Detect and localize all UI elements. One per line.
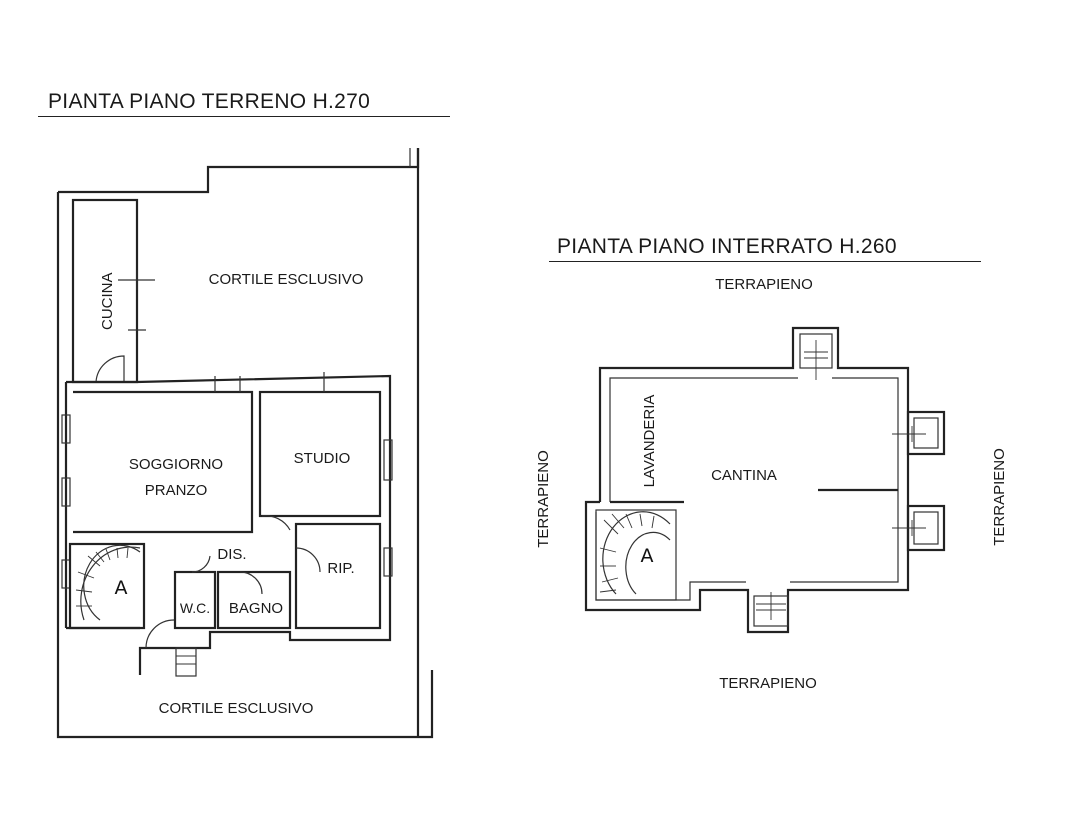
label-soggiorno: SOGGIORNO	[129, 456, 223, 473]
entrance-step	[175, 647, 197, 677]
right-windows	[383, 439, 393, 577]
label-lavanderia: LAVANDERIA	[641, 395, 658, 488]
label-stair-a-basement: A	[641, 545, 654, 567]
wc-door-swing	[191, 555, 211, 573]
studio-room	[258, 390, 382, 518]
label-cucina: CUCINA	[99, 272, 116, 330]
label-terrapieno-right: TERRAPIENO	[991, 448, 1008, 546]
label-cortile-top: CORTILE ESCLUSIVO	[209, 271, 364, 288]
kitchen-door-swing	[95, 355, 125, 383]
light-well-bottom	[753, 592, 789, 627]
ground-stair	[68, 542, 146, 630]
label-terrapieno-top: TERRAPIENO	[715, 276, 813, 293]
label-cantina: CANTINA	[711, 467, 777, 484]
ground-floor-title-underline	[38, 116, 450, 117]
basement-stair	[595, 509, 677, 601]
lot-boundary-left-bottom	[56, 192, 434, 739]
label-bagno: BAGNO	[229, 600, 283, 617]
light-well-right-lower	[892, 504, 946, 552]
basement-title: PIANTA PIANO INTERRATO H.260	[557, 235, 897, 258]
rip-door-swing	[295, 547, 321, 573]
light-well-right-upper	[892, 410, 946, 456]
bagno-door-swing	[239, 571, 263, 595]
house-outline	[136, 374, 392, 675]
label-terrapieno-left: TERRAPIENO	[535, 450, 552, 548]
basement-plan: TERRAPIENO TERRAPIENO TERRAPIENO TERRAPI…	[535, 276, 1008, 692]
basement-title-underline	[549, 261, 981, 262]
label-dis: DIS.	[217, 546, 246, 563]
label-rip: RIP.	[327, 560, 354, 577]
ground-floor-title: PIANTA PIANO TERRENO H.270	[48, 90, 371, 113]
label-studio: STUDIO	[294, 450, 351, 467]
label-stair-a-ground: A	[115, 577, 128, 599]
rip-room	[294, 522, 382, 630]
bagno-room	[216, 570, 292, 630]
soggiorno-pranzo-room	[73, 390, 254, 534]
light-well-top	[799, 333, 833, 380]
label-wc: W.C.	[180, 600, 210, 616]
label-cortile-bottom: CORTILE ESCLUSIVO	[159, 700, 314, 717]
ground-floor-plan: CUCINA CORTILE ESCLUSIVO SOGGIORNO PRANZ…	[56, 148, 434, 739]
label-terrapieno-bottom: TERRAPIENO	[719, 675, 817, 692]
entrance-door-swing	[145, 619, 175, 649]
studio-door-swing	[261, 515, 291, 531]
label-pranzo: PRANZO	[145, 482, 208, 499]
lot-boundary-top	[58, 148, 420, 194]
basement-outline	[584, 326, 910, 634]
